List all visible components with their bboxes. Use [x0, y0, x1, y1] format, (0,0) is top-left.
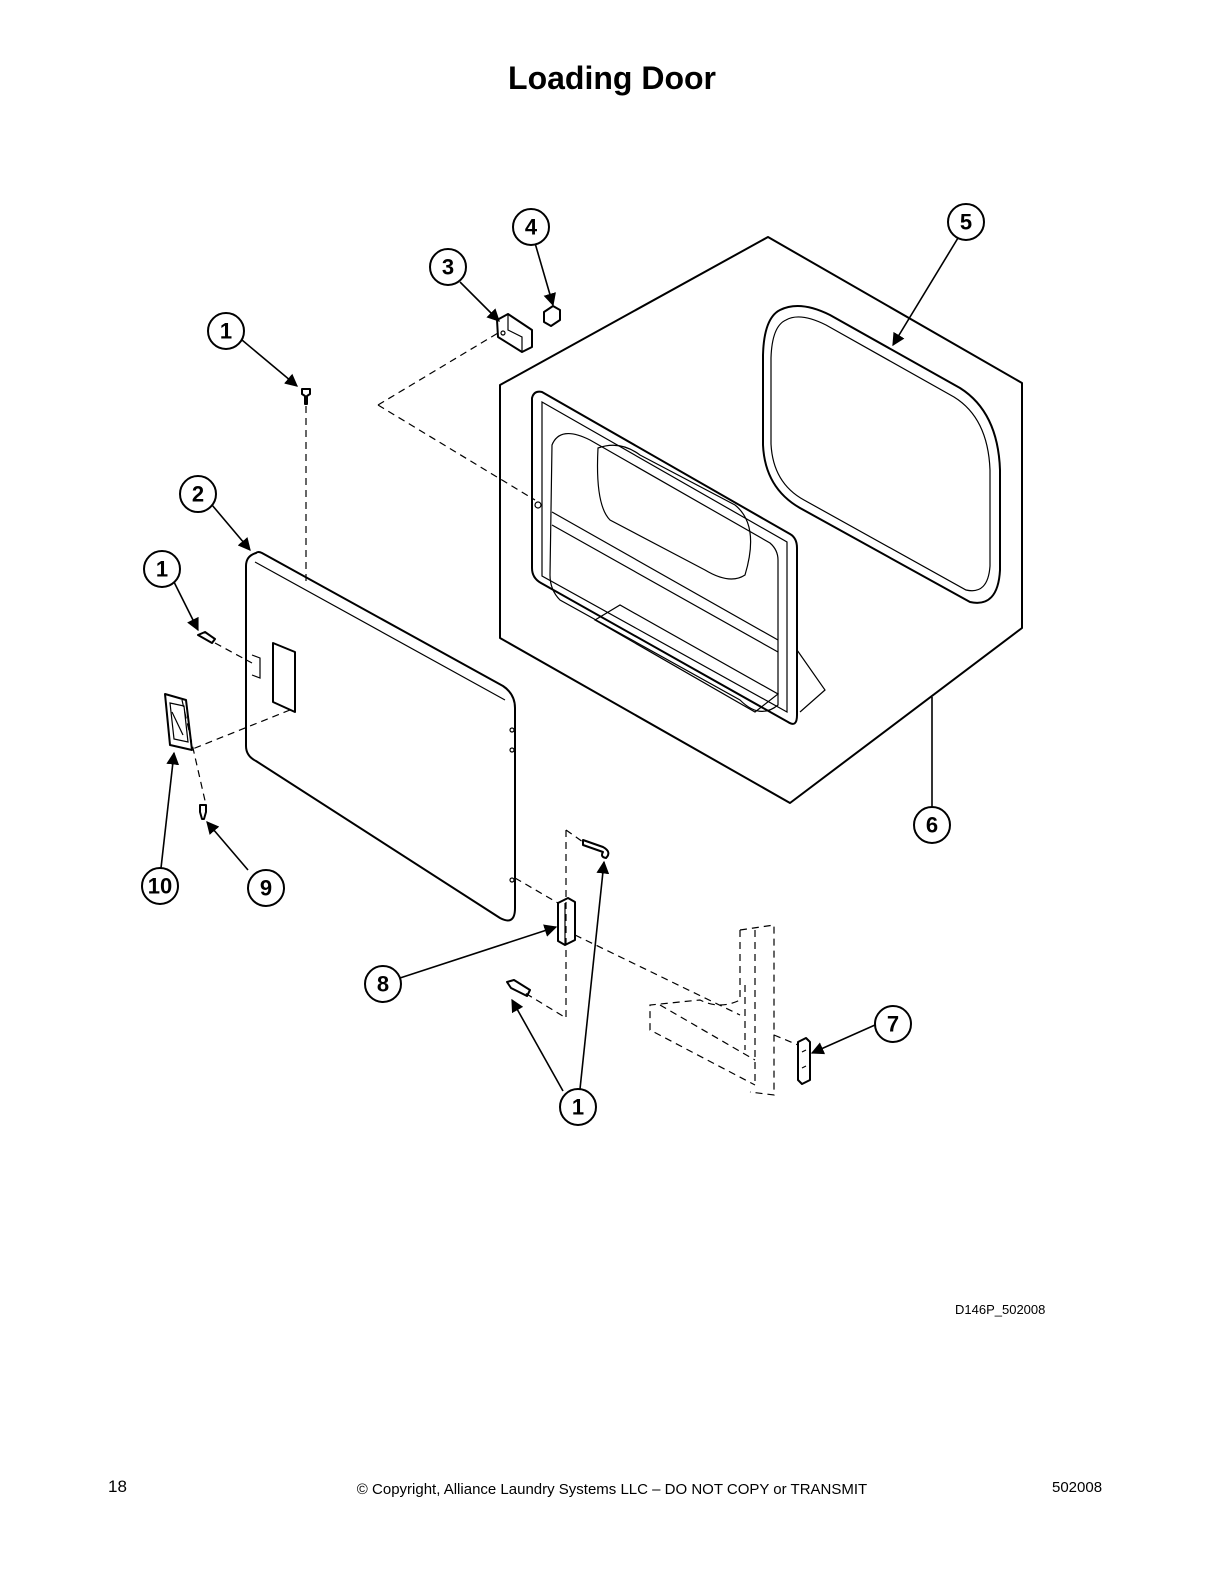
callout-4: 4	[512, 208, 550, 246]
svg-text:10: 10	[148, 874, 172, 899]
svg-text:1: 1	[156, 557, 168, 582]
svg-text:7: 7	[887, 1012, 899, 1037]
copyright-notice: © Copyright, Alliance Laundry Systems LL…	[356, 1481, 868, 1498]
callout-1-top: 1	[207, 312, 245, 350]
leader-lines	[160, 237, 959, 1092]
page-title: Loading Door	[508, 60, 716, 96]
callout-2: 2	[179, 475, 217, 513]
figure-reference: D146P_502008	[955, 1302, 1046, 1317]
handle-part	[164, 693, 193, 751]
document-number: 502008	[1052, 1479, 1103, 1496]
hinge-part	[557, 897, 576, 946]
svg-text:3: 3	[442, 255, 454, 280]
callout-7: 7	[874, 1005, 912, 1043]
callout-3: 3	[429, 248, 467, 286]
callout-10: 10	[141, 867, 179, 905]
svg-text:6: 6	[926, 813, 938, 838]
callout-6: 6	[913, 806, 951, 844]
svg-text:8: 8	[377, 972, 389, 997]
latch-clip-part	[543, 305, 561, 327]
callout-1-left: 1	[143, 550, 181, 588]
svg-text:1: 1	[220, 319, 232, 344]
callout-5: 5	[947, 203, 985, 241]
svg-text:1: 1	[572, 1095, 584, 1120]
strike-plate-part	[797, 1037, 811, 1085]
callout-1-bottom: 1	[559, 1088, 597, 1126]
svg-text:2: 2	[192, 482, 204, 507]
cabinet-context	[649, 924, 775, 1096]
gasket-part	[762, 305, 1001, 604]
door-panel-part	[245, 551, 516, 922]
svg-text:9: 9	[260, 876, 272, 901]
callout-9: 9	[247, 869, 285, 907]
svg-text:4: 4	[525, 215, 538, 240]
screws	[197, 388, 610, 997]
bracket-part	[496, 313, 533, 353]
svg-text:5: 5	[960, 210, 972, 235]
assembly-lines	[181, 332, 799, 1046]
page-number: 18	[108, 1477, 127, 1496]
callout-8: 8	[364, 965, 402, 1003]
